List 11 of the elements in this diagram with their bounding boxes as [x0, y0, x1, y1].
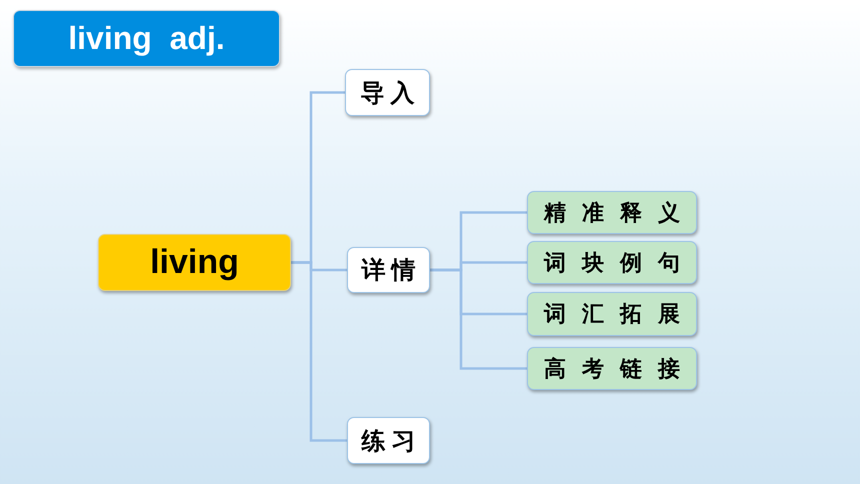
connector-line	[430, 268, 527, 370]
title-banner: living adj.	[13, 10, 280, 67]
topic-box: 高考链接	[527, 347, 697, 390]
branch-box: 练习	[347, 417, 430, 464]
branch-box: 导入	[345, 69, 430, 116]
root-box: living	[98, 234, 291, 291]
topic-box: 精准释义	[527, 191, 697, 234]
topic-box: 词汇拓展	[527, 292, 697, 336]
topic-box: 词块例句	[527, 241, 697, 284]
branch-box: 详情	[347, 247, 430, 293]
connector-line	[291, 261, 347, 442]
